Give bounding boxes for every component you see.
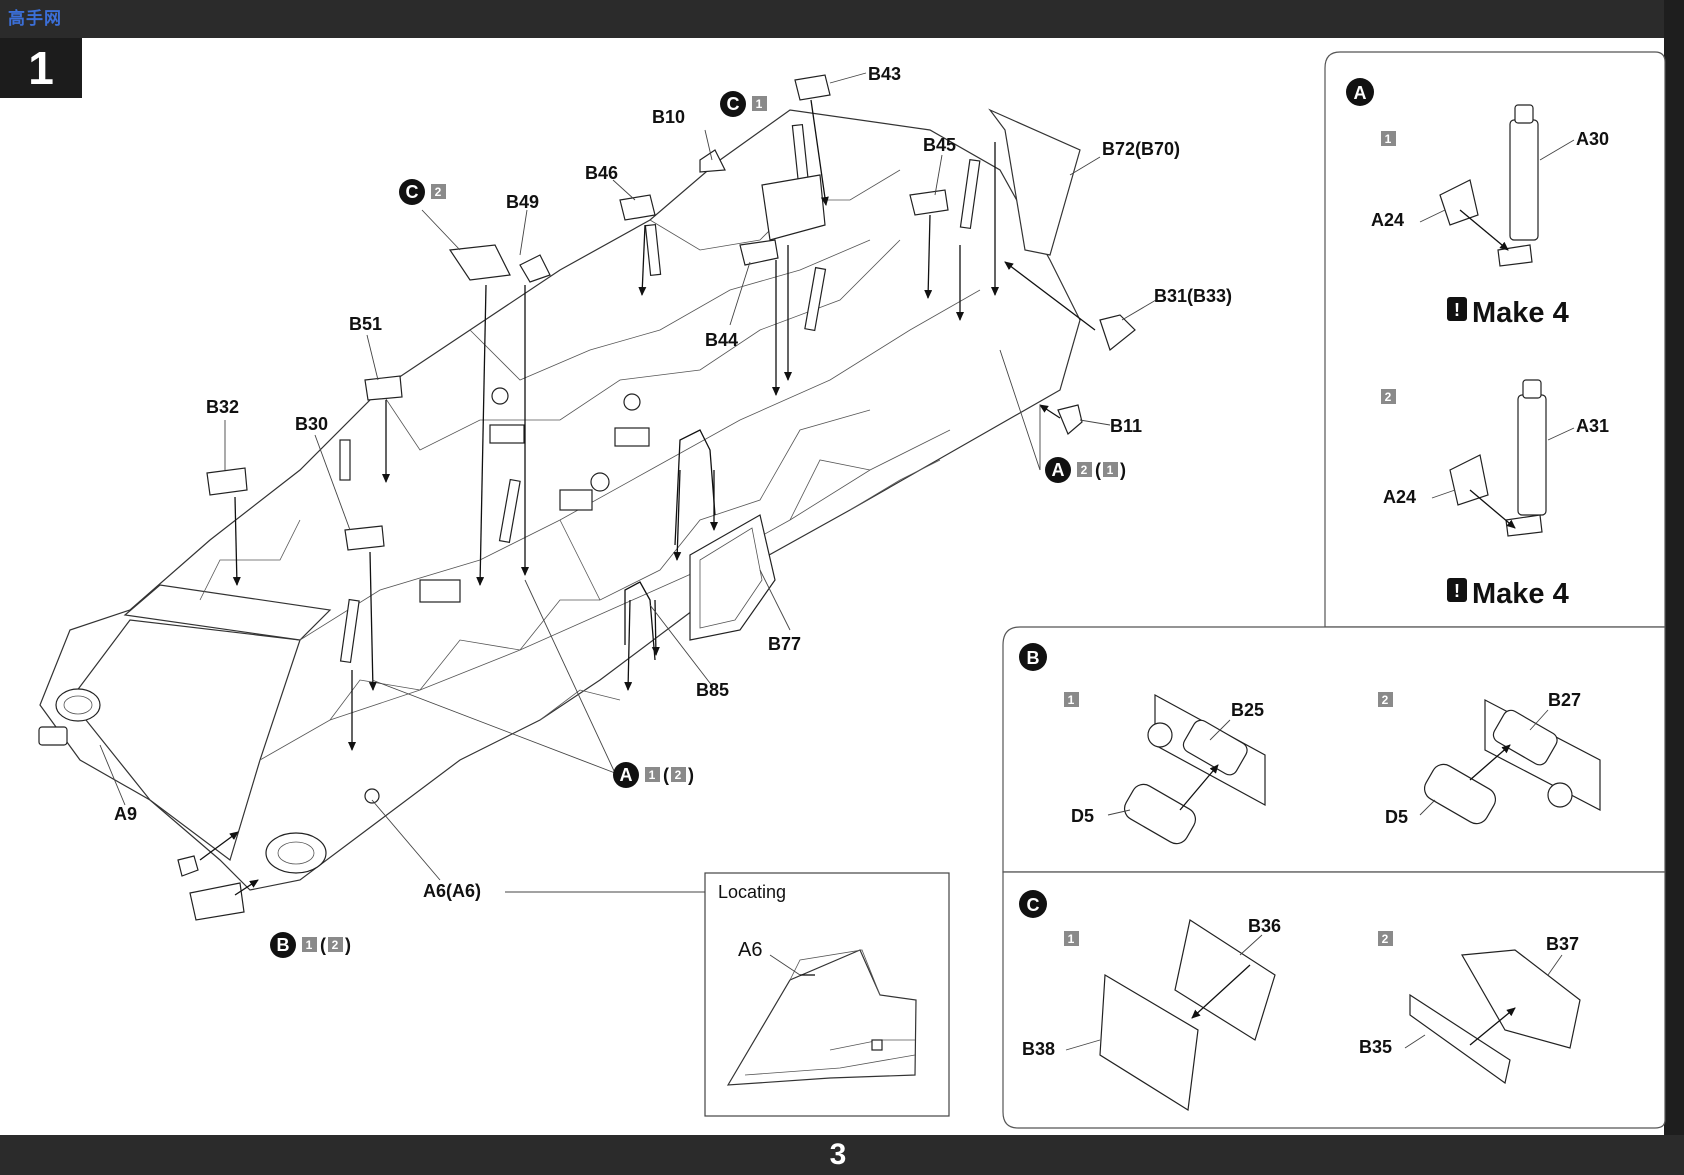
svg-text:2: 2 [435, 185, 442, 199]
svg-text:B: B [1027, 648, 1040, 668]
label-d5-left: D5 [1071, 806, 1094, 826]
svg-text:): ) [1120, 460, 1126, 480]
panel-a: A 1 A30 A24 ! Make 4 2 A31 A24 ! Make 4 [1324, 51, 1666, 628]
label-a24-top: A24 [1371, 210, 1404, 230]
loose-parts [177, 74, 1136, 921]
make-4-note: Make 4 [1472, 297, 1569, 329]
label-b45: B45 [923, 135, 956, 155]
svg-text:1: 1 [649, 768, 656, 782]
label-a31: A31 [1576, 416, 1609, 436]
svg-text:): ) [688, 765, 694, 785]
locating-part: A6 [738, 939, 762, 961]
label-b44: B44 [705, 330, 738, 350]
svg-text:A: A [620, 765, 633, 785]
svg-text:C: C [1027, 895, 1040, 915]
site-logo: 高手网 [8, 9, 62, 28]
svg-text:2: 2 [1382, 693, 1389, 707]
label-b32: B32 [206, 397, 239, 417]
leader-lines [99, 72, 1157, 893]
vehicle-hull [38, 108, 1081, 891]
locating-inset: Locating A6 [704, 872, 950, 1117]
label-b36: B36 [1248, 916, 1281, 936]
label-a30: A30 [1576, 129, 1609, 149]
label-b27: B27 [1548, 690, 1581, 710]
callout-c1: C 1 [720, 91, 767, 117]
label-a24-bottom: A24 [1383, 487, 1416, 507]
svg-text:(: ( [320, 935, 326, 955]
svg-text:): ) [345, 935, 351, 955]
label-b35: B35 [1359, 1037, 1392, 1057]
svg-text:2: 2 [1081, 463, 1088, 477]
label-b51: B51 [349, 314, 382, 334]
svg-text:A: A [1354, 83, 1367, 103]
svg-text:1: 1 [306, 938, 313, 952]
svg-text:(: ( [1095, 460, 1101, 480]
label-b30: B30 [295, 414, 328, 434]
svg-text:2: 2 [1385, 390, 1392, 404]
step-number: 1 [0, 38, 82, 98]
callout-a2-1: A 2 ( 1 ) [1045, 457, 1126, 483]
label-b25: B25 [1231, 700, 1264, 720]
panel-b: B 1 B25 D5 2 B27 D5 [1002, 626, 1666, 873]
label-a6: A6(A6) [423, 881, 481, 901]
label-b72: B72(B70) [1102, 139, 1180, 159]
label-b46: B46 [585, 163, 618, 183]
svg-text:2: 2 [332, 938, 339, 952]
label-b10: B10 [652, 107, 685, 127]
assembly-arrows [199, 99, 1096, 896]
callout-c2: C 2 [399, 179, 446, 205]
label-b43: B43 [868, 64, 901, 84]
shock-absorbers [339, 123, 981, 664]
label-a9: A9 [114, 804, 137, 824]
svg-text:B: B [277, 935, 290, 955]
callout-b1-2: B 1 ( 2 ) [270, 932, 351, 958]
svg-text:2: 2 [675, 768, 682, 782]
label-b37: B37 [1546, 934, 1579, 954]
svg-text:1: 1 [756, 97, 763, 111]
locating-title: Locating [718, 882, 786, 902]
label-b38: B38 [1022, 1039, 1055, 1059]
callout-a1-2: A 1 ( 2 ) [613, 762, 694, 788]
svg-text:1: 1 [1068, 932, 1075, 946]
svg-text:C: C [406, 182, 419, 202]
label-b77: B77 [768, 634, 801, 654]
make-4-note-2: Make 4 [1472, 578, 1569, 610]
svg-text:(: ( [663, 765, 669, 785]
svg-text:1: 1 [1107, 463, 1114, 477]
page-edge [1664, 0, 1684, 1175]
bottom-bar [0, 1135, 1684, 1175]
top-bar [0, 0, 1684, 38]
label-b11: B11 [1110, 416, 1142, 436]
svg-text:2: 2 [1382, 932, 1389, 946]
svg-text:1: 1 [1385, 132, 1392, 146]
svg-text:C: C [727, 94, 740, 114]
label-b85: B85 [696, 680, 729, 700]
svg-text:!: ! [1454, 300, 1460, 320]
svg-text:1: 1 [1068, 693, 1075, 707]
part-labels: B43 B10 B46 B45 B72(B70) B49 B31(B33) B4… [114, 64, 1232, 901]
svg-text:A: A [1052, 460, 1065, 480]
panel-c: C 1 B36 B38 2 B37 B35 [1002, 871, 1666, 1129]
label-b31: B31(B33) [1154, 286, 1232, 306]
label-b49: B49 [506, 192, 539, 212]
page-number: 3 [829, 1138, 847, 1171]
svg-text:!: ! [1454, 581, 1460, 601]
label-d5-right: D5 [1385, 807, 1408, 827]
